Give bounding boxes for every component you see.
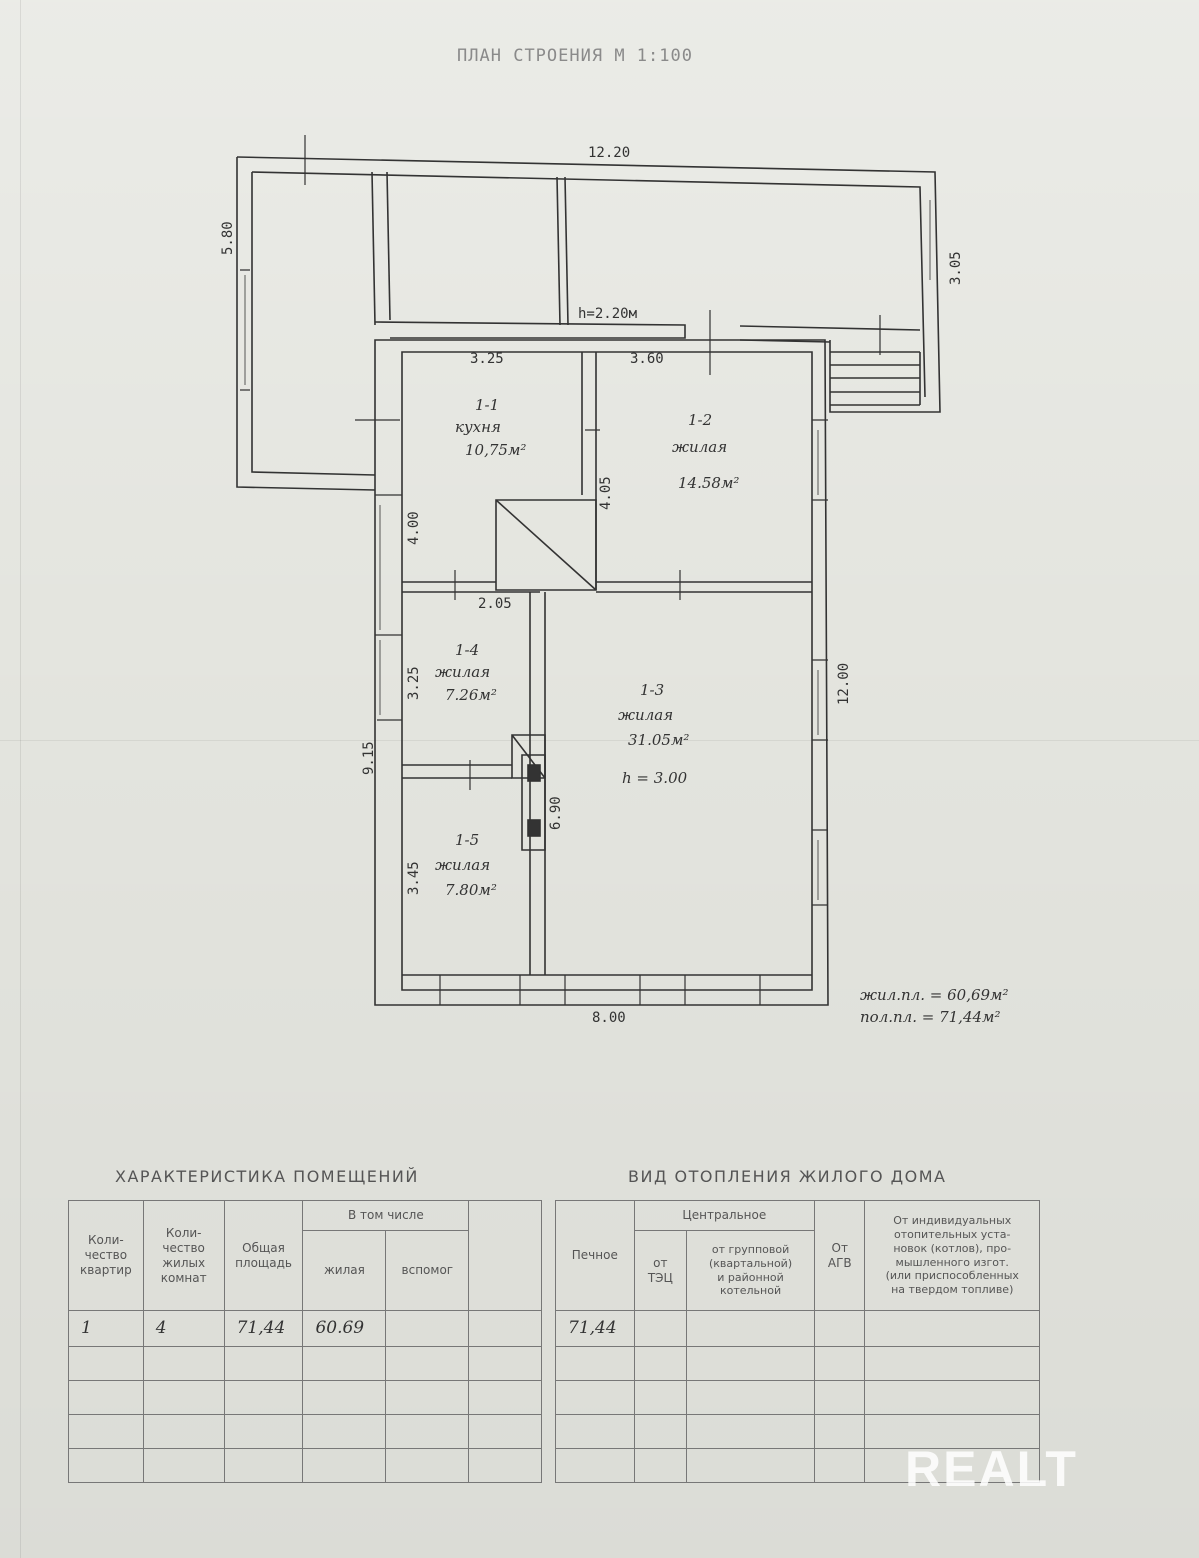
- dim-right-height: 12.00: [836, 663, 852, 705]
- dim-mid-height: 6.90: [548, 796, 564, 830]
- cell-aux: [385, 1310, 470, 1347]
- room-1-5: 1-5 жилая 7.80м²: [435, 831, 497, 899]
- room-1-1: 1-1 кухня 10,75м²: [455, 396, 526, 459]
- room-1-3: 1-3 жилая 31.05м² h = 3.00: [618, 681, 689, 787]
- svg-text:жилая: жилая: [618, 706, 673, 724]
- dim-room12-width: 3.60: [630, 351, 664, 367]
- dim-room12-height: 4.05: [598, 476, 614, 510]
- room-1-2: 1-2 жилая 14.58м²: [672, 411, 739, 492]
- header-group-boiler: от групповой (квартальной) и районной ко…: [686, 1230, 816, 1311]
- cell-rooms: 4: [142, 1310, 225, 1347]
- header-apartments: Коли- чество квартир: [68, 1200, 144, 1311]
- svg-text:1-2: 1-2: [688, 411, 712, 429]
- header-total-area: Общая площадь: [223, 1200, 304, 1311]
- document-title: ПЛАН СТРОЕНИЯ М 1:100: [457, 46, 693, 66]
- heating-table: Печное Центральное От АГВ От индивидуаль…: [555, 1200, 1040, 1483]
- dim-left-ext: 5.80: [220, 221, 236, 255]
- svg-text:10,75м²: 10,75м²: [465, 441, 526, 459]
- total-area: пол.пл. = 71,44м²: [860, 1008, 1001, 1026]
- svg-text:1-1: 1-1: [475, 396, 499, 414]
- cell-total: 71,44: [223, 1310, 304, 1347]
- svg-text:7.80м²: 7.80м²: [445, 881, 497, 899]
- svg-text:жилая: жилая: [672, 438, 727, 456]
- heating-title: ВИД ОТОПЛЕНИЯ ЖИЛОГО ДОМА: [628, 1167, 947, 1186]
- dim-top-width: 12.20: [588, 145, 630, 161]
- header-stove: Печное: [555, 1200, 635, 1311]
- dim-room14-height: 3.25: [406, 666, 422, 700]
- svg-text:1-3: 1-3: [640, 681, 664, 699]
- dim-porch-height: h=2.20м: [578, 306, 638, 322]
- porch-outer-wall: [236, 156, 941, 413]
- table-row: 71,44: [555, 1310, 1040, 1347]
- svg-text:жилая: жилая: [435, 856, 490, 874]
- dim-kitchen-width: 3.25: [470, 351, 504, 367]
- svg-text:7.26м²: 7.26м²: [445, 686, 497, 704]
- left-extension-wall: [236, 157, 376, 491]
- cell-living: 60.69: [302, 1310, 387, 1347]
- dim-left-height: 9.15: [361, 741, 377, 775]
- dim-room15-height: 3.45: [406, 861, 422, 895]
- realt-watermark: REALT: [905, 1441, 1078, 1497]
- svg-text:1-5: 1-5: [455, 831, 479, 849]
- header-central: Центральное: [633, 1200, 816, 1231]
- cell-apartments: 1: [68, 1310, 144, 1347]
- characteristics-table: Коли- чество квартир Коли- чество жилых …: [68, 1200, 542, 1483]
- header-tec: от ТЭЦ: [633, 1230, 688, 1311]
- floor-plan: 12.20 5.80 3.05 h=2.20м 3.25 3.60 4.00 4…: [220, 135, 1009, 1026]
- dim-kitchen-height: 4.00: [406, 511, 422, 545]
- dim-bottom-width: 8.00: [592, 1010, 626, 1026]
- total-living-area: жил.пл. = 60,69м²: [860, 986, 1009, 1004]
- dim-room14-width: 2.05: [478, 596, 512, 612]
- house-outer-wall: [374, 339, 829, 1006]
- table-row: 1 4 71,44 60.69: [68, 1310, 542, 1347]
- header-individual: От индивидуальных отопительных уста- нов…: [864, 1200, 1040, 1311]
- characteristics-title: ХАРАКТЕРИСТИКА ПОМЕЩЕНИЙ: [115, 1167, 419, 1186]
- dim-right-ext: 3.05: [948, 251, 964, 285]
- svg-text:14.58м²: 14.58м²: [678, 474, 739, 492]
- header-agv: От АГВ: [814, 1200, 866, 1311]
- svg-text:жилая: жилая: [435, 663, 490, 681]
- paper-fold-vertical: [20, 0, 21, 1558]
- header-including: В том числе: [302, 1200, 470, 1231]
- header-living: жилая: [302, 1230, 387, 1311]
- paper-fold-horizontal: [0, 740, 1199, 741]
- cell-stove: 71,44: [555, 1310, 635, 1347]
- header-aux: вспомог: [385, 1230, 470, 1311]
- svg-text:кухня: кухня: [455, 418, 501, 436]
- room-1-4: 1-4 жилая 7.26м²: [435, 641, 497, 704]
- svg-text:h = 3.00: h = 3.00: [622, 769, 688, 787]
- header-rooms: Коли- чество жилых комнат: [142, 1200, 225, 1311]
- svg-text:1-4: 1-4: [455, 641, 479, 659]
- svg-text:31.05м²: 31.05м²: [628, 731, 689, 749]
